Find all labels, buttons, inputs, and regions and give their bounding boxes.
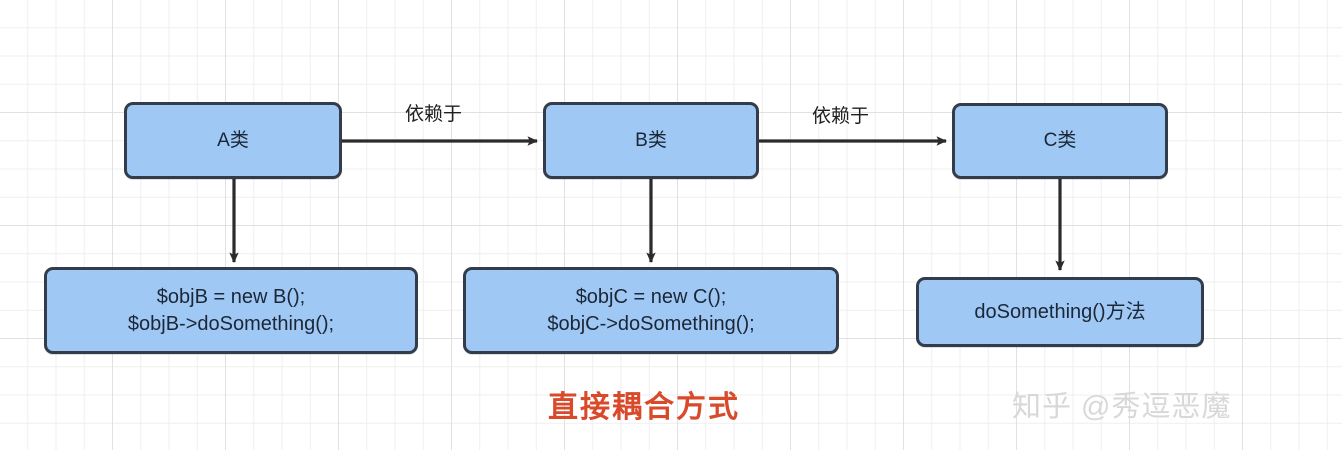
node-class-c[interactable]: C类: [952, 103, 1168, 179]
node-class-b[interactable]: B类: [543, 102, 759, 179]
watermark: 知乎 @秀逗恶魔: [1012, 383, 1232, 425]
watermark-text: 知乎 @秀逗恶魔: [1012, 391, 1232, 423]
node-method-c[interactable]: doSomething()方法: [916, 277, 1204, 347]
node-class-c-label: C类: [1043, 130, 1077, 152]
node-method-c-label: doSomething()方法: [974, 300, 1146, 323]
diagram-caption-text: 直接耦合方式: [548, 391, 740, 424]
edge-label-a-to-b: 依赖于: [405, 99, 462, 126]
node-class-a[interactable]: A类: [124, 102, 342, 179]
node-code-b[interactable]: $objB = new B(); $objB->doSomething();: [44, 267, 418, 354]
node-class-b-label: B类: [635, 129, 667, 151]
node-code-b-label: $objB = new B(); $objB->doSomething();: [127, 285, 335, 335]
edge-label-b-to-c: 依赖于: [812, 101, 869, 128]
diagram-caption: 直接耦合方式: [548, 382, 740, 426]
edge-label-a-to-b-text: 依赖于: [405, 104, 463, 125]
node-code-c[interactable]: $objC = new C(); $objC->doSomething();: [463, 267, 839, 354]
node-class-a-label: A类: [217, 129, 249, 151]
edge-label-b-to-c-text: 依赖于: [812, 106, 870, 127]
node-code-c-label: $objC = new C(); $objC->doSomething();: [547, 285, 755, 335]
